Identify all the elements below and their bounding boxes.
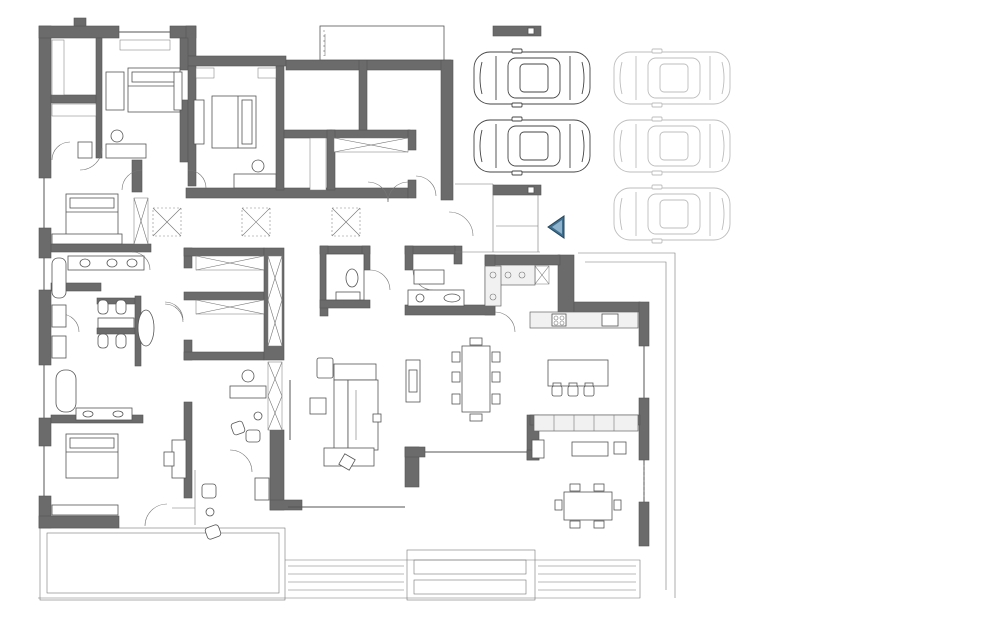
stairs-left — [288, 565, 404, 591]
dining-table-terrace — [554, 483, 622, 529]
wardrobes — [51, 39, 550, 431]
bedroom-furniture — [51, 67, 277, 516]
dining-table-main — [451, 337, 501, 422]
car-icon — [473, 48, 591, 108]
railing-marks — [73, 17, 645, 500]
car-icon — [613, 48, 731, 108]
parked-cars — [473, 48, 731, 244]
terrace-outline — [38, 252, 676, 601]
car-icon — [613, 184, 731, 244]
entry-gate — [319, 25, 542, 253]
bathroom-fixtures — [51, 141, 465, 501]
car-icon — [613, 116, 731, 176]
kitchen-fixtures — [405, 264, 639, 459]
living-room-furniture — [309, 357, 382, 471]
skylights — [152, 207, 361, 237]
exterior-walls — [38, 25, 650, 547]
windows — [43, 31, 645, 508]
stairs-right — [538, 565, 636, 591]
study-furniture — [172, 369, 267, 540]
car-icon — [473, 116, 591, 176]
